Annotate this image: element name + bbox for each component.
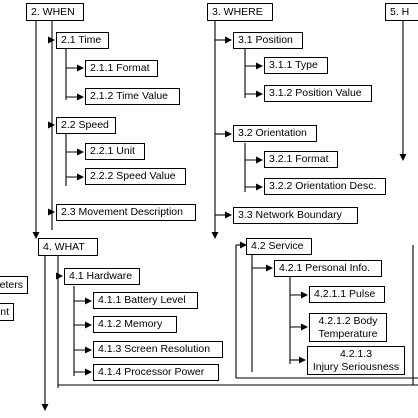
node-hardware: 4.1 Hardware xyxy=(64,268,140,285)
node-when-label: 2. WHEN xyxy=(31,5,75,18)
node-screen: 4.1.3 Screen Resolution xyxy=(93,341,223,358)
node-pulse-label: 4.2.1.1 Pulse xyxy=(314,288,376,301)
node-service: 4.2 Service xyxy=(246,238,312,255)
node-how-partial: 5. H xyxy=(385,3,418,21)
node-speed-unit-label: 2.2.1 Unit xyxy=(90,145,135,158)
node-time-value: 2.1.2 Time Value xyxy=(85,88,180,105)
node-network-boundary-label: 3.3 Network Boundary xyxy=(238,209,342,222)
node-orientation: 3.2 Orientation xyxy=(233,125,317,142)
node-what-label: 4. WHAT xyxy=(43,240,85,253)
node-left-partial-2: nt xyxy=(0,303,14,321)
node-injury-line2: Injury Seriousness xyxy=(312,360,400,373)
node-orientation-format: 3.2.1 Format xyxy=(264,151,338,168)
node-position-label: 3.1 Position xyxy=(238,34,293,47)
node-orientation-desc: 3.2.2 Orientation Desc. xyxy=(264,178,386,195)
node-where-label: 3. WHERE xyxy=(212,5,263,18)
node-orientation-format-label: 3.2.1 Format xyxy=(269,153,329,166)
node-speed-unit: 2.2.1 Unit xyxy=(85,143,145,160)
node-speed-value: 2.2.2 Speed Value xyxy=(85,168,186,185)
node-processor-label: 4.1.4 Processor Power xyxy=(98,366,205,379)
node-processor: 4.1.4 Processor Power xyxy=(93,364,219,381)
node-time-format-label: 2.1.1 Format xyxy=(90,62,150,75)
node-position: 3.1 Position xyxy=(233,32,303,49)
node-what: 4. WHAT xyxy=(38,238,98,256)
node-position-type: 3.1.1 Type xyxy=(264,57,328,74)
node-time-value-label: 2.1.2 Time Value xyxy=(90,90,169,103)
node-time: 2.1 Time xyxy=(56,32,109,49)
node-battery-label: 4.1.1 Battery Level xyxy=(98,294,186,307)
node-injury-line1: 4.2.1.3 xyxy=(339,348,373,361)
node-where: 3. WHERE xyxy=(207,3,273,21)
node-hardware-label: 4.1 Hardware xyxy=(69,270,133,283)
node-time-format: 2.1.1 Format xyxy=(85,60,158,77)
node-orientation-desc-label: 3.2.2 Orientation Desc. xyxy=(269,180,377,193)
node-network-boundary: 3.3 Network Boundary xyxy=(233,207,358,224)
node-time-label: 2.1 Time xyxy=(61,34,102,47)
node-body-temp: 4.2.1.2 Body Temperature xyxy=(309,313,387,342)
node-body-temp-line1: 4.2.1.2 Body xyxy=(318,315,378,328)
node-movement-label: 2.3 Movement Description xyxy=(61,206,183,219)
node-injury: 4.2.1.3 Injury Seriousness xyxy=(307,346,405,375)
node-memory: 4.1.2 Memory xyxy=(93,316,177,333)
node-memory-label: 4.1.2 Memory xyxy=(98,318,163,331)
node-speed: 2.2 Speed xyxy=(56,117,116,134)
node-position-value-label: 3.1.2 Position Value xyxy=(269,87,362,100)
node-body-temp-line2: Temperature xyxy=(318,327,378,340)
node-battery: 4.1.1 Battery Level xyxy=(93,292,198,309)
node-personal-info-label: 4.2.1 Personal Info. xyxy=(279,262,371,275)
node-screen-label: 4.1.3 Screen Resolution xyxy=(98,343,211,356)
node-speed-value-label: 2.2.2 Speed Value xyxy=(90,170,176,183)
node-orientation-label: 3.2 Orientation xyxy=(238,127,307,140)
node-left-partial-1: eters xyxy=(0,276,28,294)
node-how-partial-label: 5. H xyxy=(390,5,410,18)
node-service-label: 4.2 Service xyxy=(251,240,304,253)
node-position-value: 3.1.2 Position Value xyxy=(264,85,372,102)
node-movement: 2.3 Movement Description xyxy=(56,204,196,221)
node-speed-label: 2.2 Speed xyxy=(61,119,109,132)
node-position-type-label: 3.1.1 Type xyxy=(269,59,318,72)
node-pulse: 4.2.1.1 Pulse xyxy=(309,286,385,303)
node-left-partial-1-label: eters xyxy=(0,278,23,291)
node-when: 2. WHEN xyxy=(26,3,84,21)
node-left-partial-2-label: nt xyxy=(0,305,9,318)
node-personal-info: 4.2.1 Personal Info. xyxy=(274,260,382,277)
